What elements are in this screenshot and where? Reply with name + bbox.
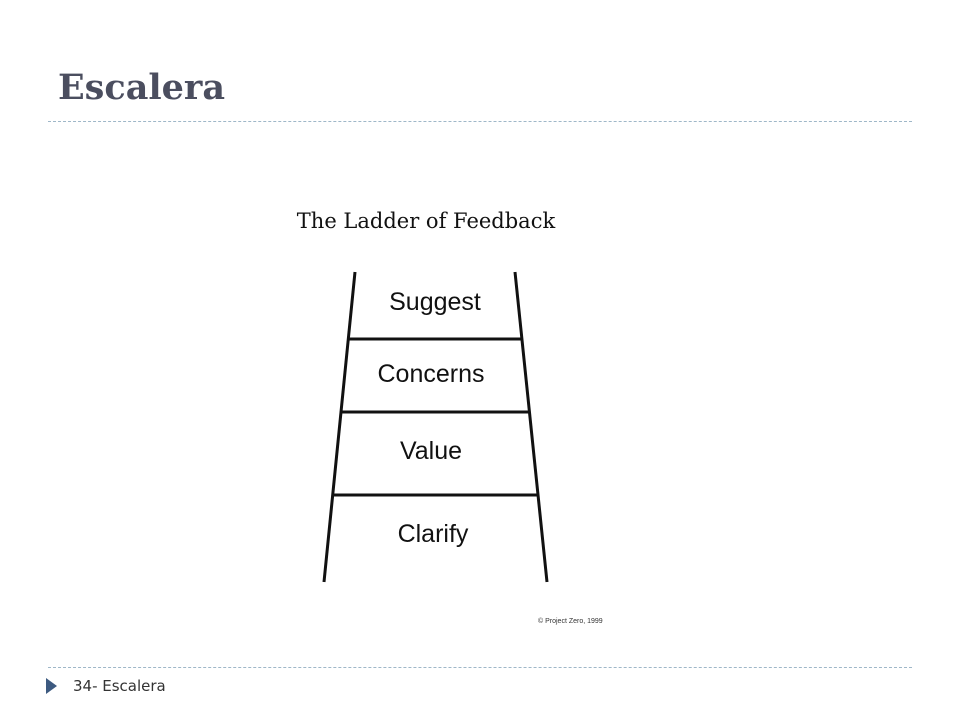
slide-footer: 34- Escalera: [46, 676, 166, 696]
title-divider: [48, 121, 912, 122]
triangle-bullet-icon: [46, 678, 57, 694]
copyright-text: © Project Zero, 1999: [538, 617, 603, 625]
ladder-title: The Ladder of Feedback: [297, 209, 556, 233]
rung-label-value: Value: [400, 437, 462, 465]
ladder-diagram: The Ladder of Feedback Suggest Concerns …: [280, 190, 640, 640]
rung-label-concerns: Concerns: [378, 360, 485, 388]
slide-title: Escalera: [58, 67, 226, 108]
footer-label: 34- Escalera: [73, 677, 166, 695]
ladder-right-rail: [513, 271, 549, 583]
ladder-left-rail: [322, 271, 357, 583]
rung-label-suggest: Suggest: [389, 288, 481, 316]
ladder-svg: The Ladder of Feedback Suggest Concerns …: [297, 209, 603, 625]
footer-divider: [48, 667, 912, 668]
rung-label-clarify: Clarify: [398, 520, 469, 548]
